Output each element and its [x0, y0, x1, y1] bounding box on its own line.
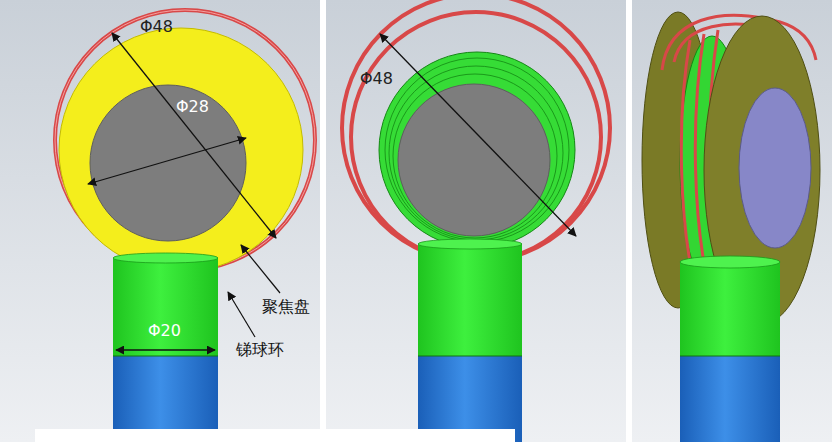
caption-strip: [35, 429, 515, 442]
ring-aperture: [398, 84, 550, 236]
dimension-label: Φ48: [360, 70, 393, 88]
column-top: [680, 256, 780, 268]
leader-line: [228, 292, 255, 337]
leader-line: [241, 245, 280, 293]
dimension-line: [380, 34, 576, 236]
front-view-rings: [342, 0, 610, 442]
dimension-line: [116, 349, 215, 350]
green-column: [418, 244, 522, 356]
dimension-label: Φ20: [148, 322, 181, 340]
green-ring: [379, 52, 575, 248]
green-column: [113, 258, 218, 356]
focusing-disc: [59, 28, 303, 272]
part-label: 锑球环: [236, 341, 284, 359]
ring-groove: [393, 74, 557, 238]
dimension-line: [112, 33, 276, 238]
joint-line: [113, 356, 218, 357]
joint-line: [680, 356, 780, 357]
antimony-ring: [351, 12, 601, 262]
panel-ground: [326, 0, 626, 442]
column-top: [113, 253, 218, 263]
dimension-label: Φ48: [140, 18, 173, 36]
panel-ground: [0, 0, 320, 442]
antimony-ring: [342, 0, 610, 262]
side-view: [642, 12, 820, 442]
front-view: [55, 10, 315, 442]
ring-groove: [385, 58, 569, 242]
dimension-label: Φ28: [176, 98, 209, 116]
joint-line: [418, 356, 522, 357]
disc-aperture: [90, 85, 246, 241]
blue-stem: [680, 356, 780, 442]
antimony-coil: [681, 40, 694, 282]
panel-ground: [632, 0, 832, 442]
part-label: 聚焦盘: [262, 298, 310, 316]
green-column: [680, 262, 780, 356]
dimension-line: [88, 138, 246, 184]
disc-aperture: [739, 88, 811, 248]
ring-groove: [389, 66, 563, 240]
column-top: [418, 239, 522, 249]
